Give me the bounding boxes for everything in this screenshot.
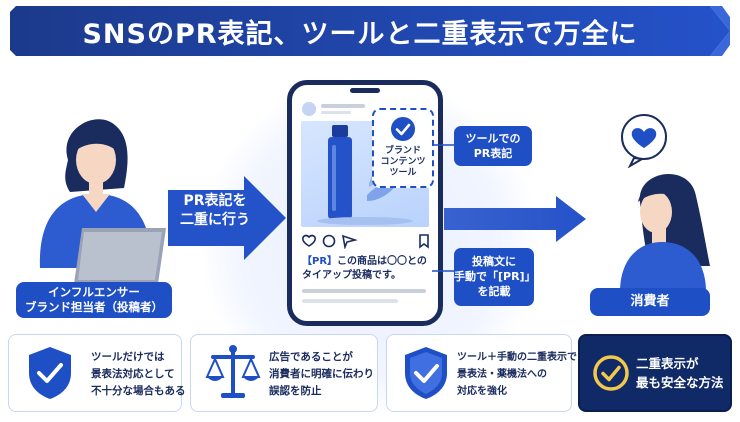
influencer-label-line1: インフルエンサー (48, 285, 140, 299)
card-2-line1: 広告であることが (269, 351, 353, 363)
card-double-display: ツール＋手動の二重表示で 景表法・薬機法への 対応を強化 (386, 334, 577, 412)
to-consumer-arrow (444, 196, 586, 242)
callout-tool-line1: ツールでの (465, 132, 521, 145)
arrow-label: PR表記を 二重に行う (172, 192, 258, 230)
heart-icon (631, 128, 657, 148)
title-banner: SNSのPR表記、ツールと二重表示で万全に (10, 6, 730, 56)
card-2-line2: 消費者に明確に伝わり (269, 368, 374, 380)
callout-manual-line3: を記載 (477, 285, 511, 298)
bookmark-icon (419, 234, 429, 249)
callout-manual-pr: 投稿文に 手動で「[PR]」 を記載 (454, 248, 536, 306)
caption-placeholder-lines (302, 289, 426, 303)
check-circle-icon (391, 117, 415, 141)
influencer-label-line2: ブランド担当者（投稿者） (25, 300, 163, 314)
callout-tool-line2: PR表記 (473, 147, 513, 160)
card-tool-insufficient: ツールだけでは 景表法対応として 不十分な場合もある (8, 334, 186, 412)
scales-icon (205, 345, 261, 398)
callout-tool-pr: ツールでの PR表記 (454, 126, 532, 166)
card-3-line1: ツール＋手動の二重表示で (457, 352, 577, 363)
consumer-label: 消費者 (590, 288, 710, 316)
phone-notch (350, 88, 380, 93)
post-header (302, 102, 365, 116)
pr-tag: 【PR】 (302, 256, 338, 267)
check-circle-icon (593, 355, 629, 391)
post-caption: 【PR】この商品は〇〇との タイアップ投稿です。 (302, 255, 434, 283)
caption-line2: タイアップ投稿です。 (302, 270, 401, 281)
callout-manual-line1: 投稿文に (472, 255, 516, 268)
callout-connector-manual (432, 270, 456, 272)
influencer-label: インフルエンサー ブランド担当者（投稿者） (16, 282, 172, 318)
page-title: SNSのPR表記、ツールと二重表示で万全に (82, 18, 638, 50)
brand-tool-label: ブランド コンテンツ ツール (374, 146, 432, 179)
card-3-line3: 対応を強化 (457, 386, 507, 397)
callout-connector-tool (434, 144, 456, 146)
brand-tool-line3: ツール (389, 168, 417, 178)
double-pr-arrow (168, 176, 286, 260)
heart-icon (302, 234, 316, 247)
card-3-line2: 景表法・薬機法への (457, 369, 547, 380)
final-text: 二重表示が 最も安全な方法 (636, 354, 724, 392)
banner-shape (10, 6, 730, 56)
caption-line1: この商品は〇〇との (337, 256, 427, 267)
card-2-text: 広告であることが 消費者に明確に伝わり 誤認を防止 (269, 349, 374, 400)
brand-tool-line1: ブランド (384, 146, 421, 156)
final-line2: 最も安全な方法 (636, 375, 724, 390)
card-1-text: ツールだけでは 景表法対応として 不十分な場合もある (91, 349, 186, 400)
arrow-label-line1: PR表記を (183, 193, 247, 209)
card-1-line3: 不十分な場合もある (91, 385, 186, 397)
arrow-label-line2: 二重に行う (180, 212, 250, 228)
speech-bubble-heart (621, 114, 667, 168)
card-1-line2: 景表法対応として (91, 368, 175, 380)
brand-tool-line2: コンテンツ (380, 157, 426, 167)
card-2-line3: 誤認を防止 (269, 385, 322, 397)
card-1-line1: ツールだけでは (91, 351, 165, 363)
card-3-text: ツール＋手動の二重表示で 景表法・薬機法への 対応を強化 (457, 349, 577, 400)
post-actions (302, 234, 429, 249)
card-clear-ad: 広告であることが 消費者に明確に伝わり 誤認を防止 (190, 334, 378, 412)
shield-check-icon (405, 347, 447, 399)
card-final-conclusion: 二重表示が 最も安全な方法 (578, 334, 732, 412)
brand-content-tool-box: ブランド コンテンツ ツール (372, 108, 434, 188)
final-line1: 二重表示が (636, 356, 699, 371)
callout-manual-line2: 手動で「[PR]」 (454, 270, 536, 283)
share-icon (341, 234, 358, 249)
comment-icon (322, 234, 336, 248)
consumer-illustration (620, 173, 710, 292)
shield-check-icon (29, 347, 71, 399)
